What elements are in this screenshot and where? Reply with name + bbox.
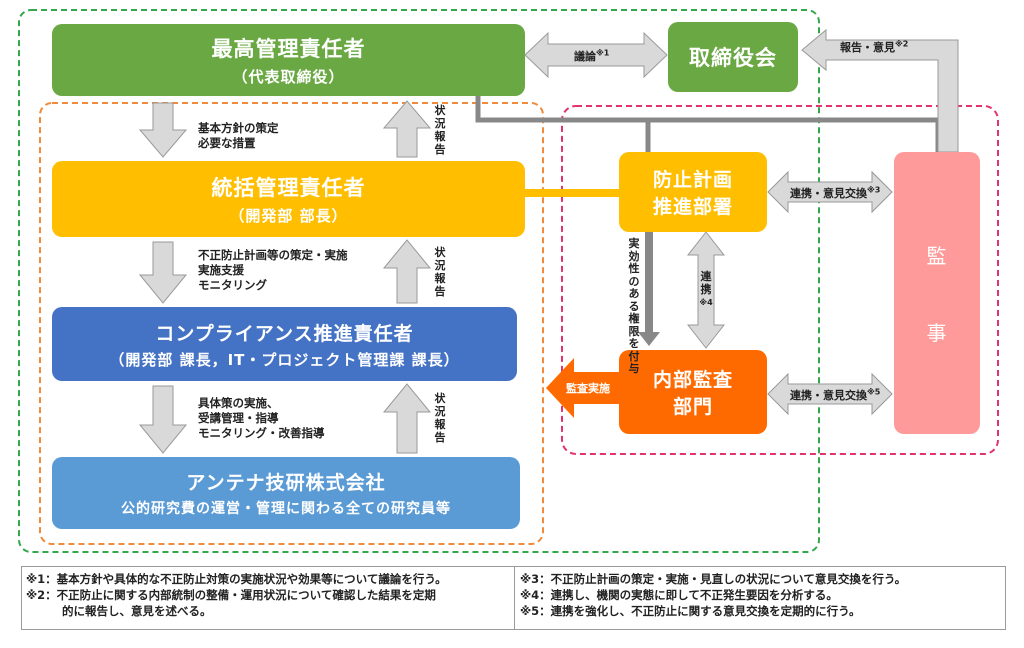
auditor-box: 監 事 <box>894 152 980 434</box>
audit-exec-arrow <box>546 358 630 418</box>
down-arrow-3 <box>138 385 188 454</box>
company-title: アンテナ技研株式会社 <box>186 472 386 494</box>
up-arrow-3 <box>382 383 432 454</box>
liaison-5-label: 連携・意見交換※5 <box>790 387 880 403</box>
status-report-label-1: 状況報告 <box>434 104 446 156</box>
compliance-title: コンプライアンス推進責任者 <box>155 322 414 345</box>
notes-left-box <box>21 566 516 630</box>
company-subtitle: 公的研究費の運営・管理に関わる全ての研究員等 <box>121 501 451 517</box>
report-opinion-text: 報告・意見 <box>840 41 895 54</box>
down-label-2c: モニタリング <box>198 278 267 292</box>
liaison-3-text: 連携・意見交換 <box>790 187 867 200</box>
authority-label: 実効性のある権限を付与 <box>628 237 640 375</box>
green-frame <box>18 9 820 553</box>
orange-frame <box>39 102 544 545</box>
audit-exec-label: 監査実施 <box>566 382 610 395</box>
note-5: ※5：連携を強化し、不正防止に関する意見交換を定期的に行う。 <box>520 604 861 618</box>
top-manager-subtitle: （代表取締役） <box>232 68 345 86</box>
note-2b: 的に報告し、意見を述べる。 <box>62 604 212 618</box>
liaison-vertical-arrow <box>686 231 726 349</box>
compliance-box: コンプライアンス推進責任者 （開発部 課長，IT・プロジェクト管理課 課長） <box>52 307 517 381</box>
liaison-arrow-3 <box>767 170 893 214</box>
authority-arrow <box>638 232 660 346</box>
down-label-3b: 受講管理・指導 <box>198 411 279 425</box>
liaison-5-mark: ※5 <box>867 387 881 397</box>
up-arrow-2 <box>382 239 432 304</box>
liaison-5-text: 連携・意見交換 <box>790 389 867 402</box>
discussion-text: 議論 <box>574 50 596 63</box>
general-manager-box: 統括管理責任者 （開発部 部長） <box>52 161 525 237</box>
prevention-box: 防止計画 推進部署 <box>619 152 767 232</box>
note-1: ※1：基本方針や具体的な不正防止対策の実施状況や効果等について議論を行う。 <box>26 572 447 586</box>
top-manager-box: 最高管理責任者 （代表取締役） <box>52 24 525 96</box>
pink-frame <box>561 105 999 455</box>
discussion-arrow <box>524 31 668 79</box>
down-label-2: 不正防止計画等の策定・実施 実施支援 モニタリング <box>198 248 348 293</box>
board-label: 取締役会 <box>689 46 777 70</box>
note-2a: ※2：不正防止に関する内部統制の整備・運用状況について確認した結果を定期 <box>26 588 436 602</box>
note-3: ※3：不正防止計画の策定・実施・見直しの状況について意見交換を行う。 <box>520 572 907 586</box>
note-4: ※4：連携し、機関の実態に即して不正発生要因を分析する。 <box>520 588 838 602</box>
status-report-label-3: 状況報告 <box>434 392 446 444</box>
down-arrow-1 <box>138 102 188 158</box>
report-opinion-label: 報告・意見※2 <box>840 39 908 55</box>
liaison-4-text: 連携 <box>700 270 712 296</box>
down-label-3a: 具体策の実施、 <box>198 396 279 410</box>
report-arrow <box>801 28 959 153</box>
auditor-char2: 事 <box>926 321 948 345</box>
audit-dept-line1: 内部監査 <box>652 369 733 391</box>
prevention-line1: 防止計画 <box>652 169 733 191</box>
general-manager-title: 統括管理責任者 <box>211 176 366 200</box>
down-label-3: 具体策の実施、 受講管理・指導 モニタリング・改善指導 <box>198 396 325 441</box>
general-manager-subtitle: （開発部 部長） <box>229 207 348 225</box>
down-arrow-2 <box>138 241 188 304</box>
down-label-2a: 不正防止計画等の策定・実施 <box>198 248 348 262</box>
top-manager-title: 最高管理責任者 <box>211 37 366 61</box>
liaison-arrow-5 <box>767 372 893 416</box>
down-label-3c: モニタリング・改善指導 <box>198 426 325 440</box>
status-report-label-2: 状況報告 <box>434 246 446 298</box>
notes-right-box <box>514 566 1006 630</box>
company-box: アンテナ技研株式会社 公的研究費の運営・管理に関わる全ての研究員等 <box>52 457 520 529</box>
up-arrow-1 <box>382 100 432 158</box>
liaison-3-label: 連携・意見交換※3 <box>790 185 880 201</box>
connector-top-to-auditor <box>475 96 941 152</box>
liaison-4-mark: ※4 <box>699 298 713 307</box>
down-label-1b: 必要な措置 <box>198 136 256 150</box>
discussion-label: 議論※1 <box>574 48 609 64</box>
board-box: 取締役会 <box>668 22 798 92</box>
compliance-subtitle: （開発部 課長，IT・プロジェクト管理課 課長） <box>109 350 460 369</box>
down-label-1a: 基本方針の策定 <box>198 121 279 135</box>
auditor-char1: 監 <box>926 244 948 268</box>
down-label-2b: 実施支援 <box>198 263 244 277</box>
audit-dept-line2: 部門 <box>672 396 713 418</box>
down-label-1: 基本方針の策定 必要な措置 <box>198 121 279 151</box>
report-opinion-mark: ※2 <box>895 39 909 49</box>
liaison-4-label: 連携 ※4 <box>699 270 713 309</box>
prevention-line2: 推進部署 <box>652 196 733 218</box>
discussion-mark: ※1 <box>596 48 610 58</box>
audit-dept-box: 内部監査 部門 <box>619 350 767 434</box>
liaison-3-mark: ※3 <box>867 185 881 195</box>
